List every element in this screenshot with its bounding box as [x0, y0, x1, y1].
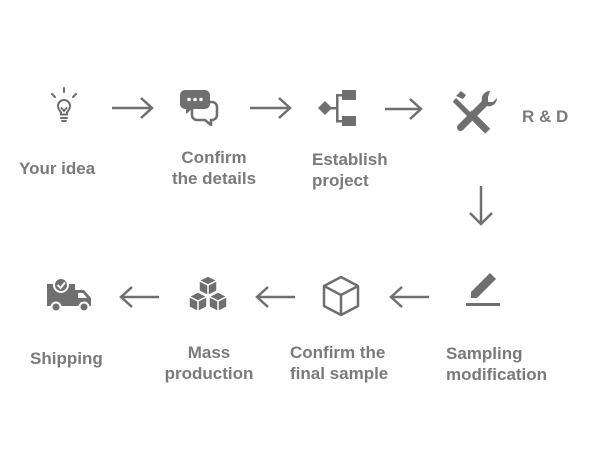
arrow-right-icon	[112, 97, 154, 119]
step-label-your-idea: Your idea	[19, 159, 96, 178]
chat-bubbles-icon	[180, 90, 219, 126]
flowchart-icon	[318, 90, 356, 126]
arrow-left-icon	[255, 286, 295, 308]
arrow-right-icon	[250, 97, 292, 119]
step-label-r-and-d: R & D	[522, 107, 569, 126]
lightbulb-icon	[51, 87, 77, 122]
arrow-left-icon	[389, 286, 429, 308]
boxes-icon	[188, 275, 228, 313]
step-label-shipping: Shipping	[30, 349, 103, 368]
delivery-truck-icon	[47, 277, 91, 313]
cube-icon	[322, 275, 360, 317]
arrow-left-icon	[119, 286, 159, 308]
arrow-down-icon	[469, 186, 493, 226]
arrow-right-icon	[385, 98, 423, 120]
pencil-edit-icon	[466, 273, 500, 306]
wrench-screwdriver-icon	[453, 90, 498, 134]
